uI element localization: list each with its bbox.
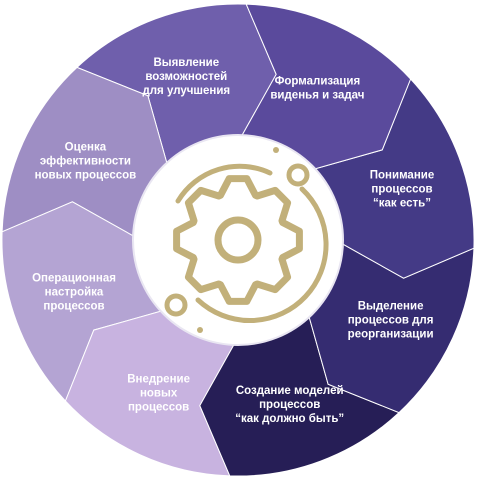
gear-icon	[164, 147, 329, 333]
segment-label-line: Создание моделей	[236, 385, 344, 397]
segment-label-opportunities: Выявление возможностей для улучшения	[142, 57, 230, 97]
segment-label-modeling: Создание моделей процессов “как должно быт…	[235, 385, 344, 425]
segment-label-line: процессов	[128, 402, 189, 414]
segment-label-implementation: Внедрение новых процессов	[127, 374, 190, 414]
segment-label-line: виденья и задач	[270, 89, 364, 101]
segment-label-line: эффективности	[40, 156, 131, 168]
segment-label-line: Операционная	[32, 273, 116, 285]
segment-label-line: “как есть”	[373, 197, 431, 209]
segment-label-line: Выявление	[153, 57, 219, 69]
segment-label-line: новых процессов	[35, 170, 137, 182]
segment-label-line: процессов	[371, 183, 432, 195]
cycle-segments	[1, 3, 475, 477]
segment-label-line: Выделение	[358, 300, 424, 312]
segment-label-line: процессов	[259, 399, 320, 411]
segment-label-line: возможностей	[145, 71, 227, 83]
segment-label-line: новых	[140, 388, 178, 400]
segment-label-line: для улучшения	[142, 85, 230, 97]
segment-label-understanding: Понимание процессов “как есть”	[370, 169, 434, 209]
segment-label-line: настройка	[45, 287, 104, 299]
segment-label-formalization: Формализация виденья и задач	[270, 75, 364, 101]
segment-label-line: “как должно быть”	[235, 413, 344, 425]
segment-label-line: Внедрение	[127, 374, 190, 386]
segment-label-line: реорганизации	[348, 328, 434, 340]
segment-label-line: процессов для	[348, 314, 434, 326]
segment-label-tuning: Операционная настройка процессов	[32, 273, 116, 313]
segment-label-selection: Выделение процессов для реорганизации	[348, 300, 434, 340]
segment-label-line: процессов	[43, 301, 104, 313]
segment-label-evaluation: Оценка эффективности новых процессов	[35, 142, 137, 182]
segment-label-line: Оценка	[65, 142, 107, 154]
segment-label-line: Понимание	[370, 169, 434, 181]
segment-label-line: Формализация	[275, 75, 361, 87]
